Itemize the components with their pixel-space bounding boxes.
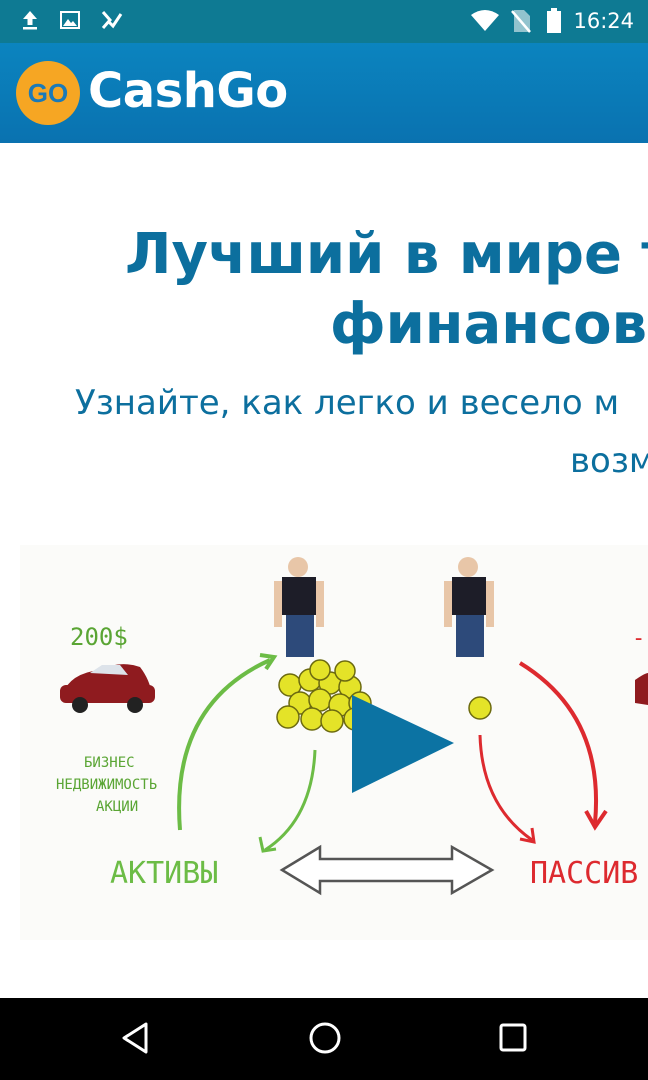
page-title: Лучший в мире тр финансово [0,222,648,372]
title-line-1: Лучший в мире тр [125,222,648,287]
play-icon[interactable] [352,695,454,793]
price-label: 200$ [70,623,128,651]
car-illustration [60,664,155,713]
list-item-business: БИЗНЕС [84,755,135,771]
status-bar: 16:24 [0,0,648,43]
navigation-bar [0,998,648,1080]
arrow [264,749,317,852]
wifi-icon [470,9,500,37]
video-player[interactable]: 200$ БИЗНЕС НЕДВИЖИМОСТЬ АКЦИИ [20,545,648,940]
battery-icon [546,8,562,38]
subtitle-line-1: Узнайте, как легко и весело м [75,383,620,423]
page-subtitle: Узнайте, как легко и весело м возм [0,380,648,490]
coin [468,696,492,720]
car-illustration [635,673,648,705]
right-price-label: - [632,626,645,651]
upload-icon [18,8,42,36]
checkbox-notification-icon [100,8,124,36]
app-header: GO CashGo [0,43,648,143]
person-illustration [274,557,324,657]
arrow [518,661,598,824]
no-sim-icon [510,8,532,38]
list-item-stocks: АКЦИИ [96,799,138,815]
app-name[interactable]: CashGo [88,63,288,119]
back-icon[interactable] [118,1020,152,1060]
status-time: 16:24 [573,9,634,33]
image-icon [58,8,82,36]
home-icon[interactable] [307,1020,343,1060]
list-item-realty: НЕДВИЖИМОСТЬ [56,777,157,793]
subtitle-line-2: возм [570,441,648,481]
assets-label: АКТИВЫ [110,856,218,891]
arrow [478,734,533,842]
double-arrow [279,844,495,896]
recents-icon[interactable] [496,1020,530,1060]
liabilities-label: ПАССИВ [530,856,638,891]
person-illustration [444,557,494,657]
title-line-2: финансово [330,292,648,357]
arrow [177,658,271,831]
logo-badge[interactable]: GO [16,61,80,125]
